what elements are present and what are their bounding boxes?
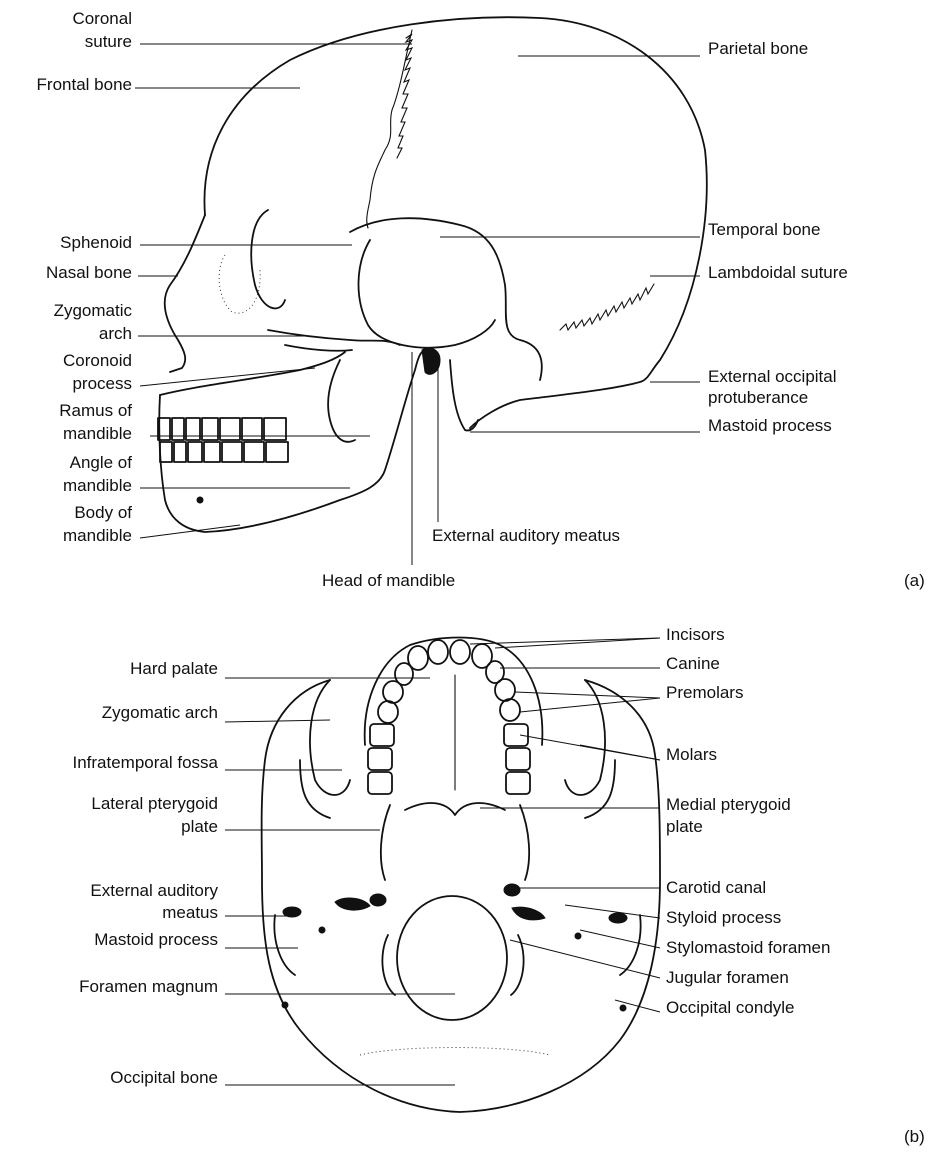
label-ramus-line1: Ramus of bbox=[59, 401, 132, 420]
label-coronoid-process-line2: process bbox=[72, 374, 132, 393]
label-carotid-canal: Carotid canal bbox=[666, 878, 766, 897]
label-external-auditory-meatus-b-line2: meatus bbox=[162, 903, 218, 922]
label-parietal-bone: Parietal bone bbox=[708, 39, 808, 58]
label-hard-palate: Hard palate bbox=[130, 659, 218, 678]
label-lateral-pterygoid-line2: plate bbox=[181, 817, 218, 836]
panel-a-labels: Coronal suture Frontal bone Parietal bon… bbox=[37, 9, 925, 590]
label-body-line1: Body of bbox=[74, 503, 132, 522]
label-ext-occipital-prot-line2: protuberance bbox=[708, 388, 808, 407]
label-external-auditory-meatus-b-line1: External auditory bbox=[90, 881, 218, 900]
label-medial-pterygoid-line1: Medial pterygoid bbox=[666, 795, 791, 814]
label-medial-pterygoid-line2: plate bbox=[666, 817, 703, 836]
label-infratemporal-fossa: Infratemporal fossa bbox=[72, 753, 218, 772]
label-sphenoid: Sphenoid bbox=[60, 233, 132, 252]
teeth-row-lower bbox=[160, 442, 288, 462]
label-coronoid-process-line1: Coronoid bbox=[63, 351, 132, 370]
teeth-row-upper bbox=[158, 418, 286, 440]
label-occipital-bone: Occipital bone bbox=[110, 1068, 218, 1087]
label-angle-line1: Angle of bbox=[70, 453, 133, 472]
label-premolars: Premolars bbox=[666, 683, 743, 702]
panel-label-b: (b) bbox=[904, 1127, 925, 1146]
label-mastoid-process-a: Mastoid process bbox=[708, 416, 832, 435]
label-angle-line2: mandible bbox=[63, 476, 132, 495]
label-incisors: Incisors bbox=[666, 625, 725, 644]
label-head-of-mandible: Head of mandible bbox=[322, 571, 455, 590]
label-frontal-bone: Frontal bone bbox=[37, 75, 132, 94]
label-zygomatic-arch-b: Zygomatic arch bbox=[102, 703, 218, 722]
label-body-line2: mandible bbox=[63, 526, 132, 545]
label-mastoid-process-b: Mastoid process bbox=[94, 930, 218, 949]
dental-arch-teeth bbox=[368, 640, 530, 794]
panel-label-a: (a) bbox=[904, 571, 925, 590]
skull-inferior-view bbox=[262, 638, 660, 1113]
label-coronal-suture-line1: Coronal bbox=[72, 9, 132, 28]
label-lateral-pterygoid-line1: Lateral pterygoid bbox=[91, 794, 218, 813]
label-stylomastoid-foramen: Stylomastoid foramen bbox=[666, 938, 830, 957]
label-canine: Canine bbox=[666, 654, 720, 673]
label-lambdoidal-suture: Lambdoidal suture bbox=[708, 263, 848, 282]
label-nasal-bone: Nasal bone bbox=[46, 263, 132, 282]
label-jugular-foramen: Jugular foramen bbox=[666, 968, 789, 987]
label-coronal-suture-line2: suture bbox=[85, 32, 132, 51]
label-ext-occipital-prot-line1: External occipital bbox=[708, 367, 837, 386]
skull-lateral-view bbox=[158, 17, 707, 532]
label-external-auditory-meatus-a: External auditory meatus bbox=[432, 526, 620, 545]
label-ramus-line2: mandible bbox=[63, 424, 132, 443]
label-zygomatic-arch-line2: arch bbox=[99, 324, 132, 343]
panel-b-labels: Incisors Canine Premolars Molars Hard pa… bbox=[72, 625, 924, 1146]
label-occipital-condyle: Occipital condyle bbox=[666, 998, 795, 1017]
label-molars: Molars bbox=[666, 745, 717, 764]
label-temporal-bone: Temporal bone bbox=[708, 220, 820, 239]
panel-a-leader-lines bbox=[135, 44, 700, 565]
label-foramen-magnum: Foramen magnum bbox=[79, 977, 218, 996]
label-styloid-process: Styloid process bbox=[666, 908, 781, 927]
label-zygomatic-arch-line1: Zygomatic bbox=[54, 301, 133, 320]
